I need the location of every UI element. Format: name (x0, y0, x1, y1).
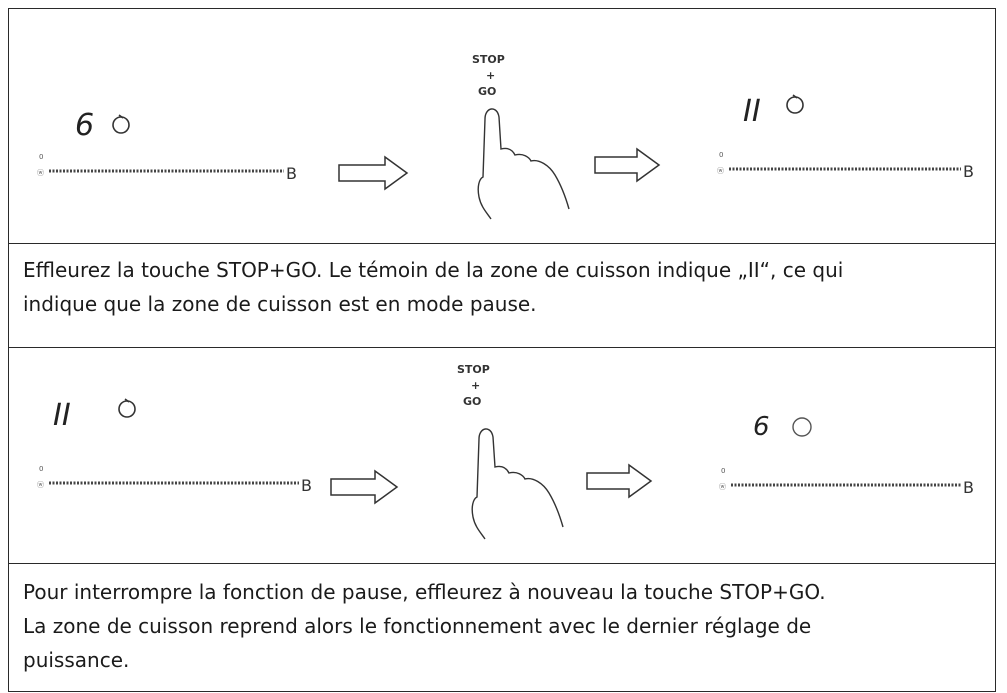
button-label-go: GO (463, 395, 481, 408)
step-1-after-display: II (743, 94, 761, 129)
step-1-caption: Effleurez la touche STOP+GO. Le témoin d… (9, 243, 995, 347)
caption-line: Pour interrompre la fonction de pause, e… (23, 580, 826, 604)
right-arrow-outline-icon (338, 155, 409, 191)
caption-line: Effleurez la touche STOP+GO. Le témoin d… (23, 258, 844, 282)
button-label-plus: + (471, 379, 480, 392)
svg-text:B: B (963, 162, 974, 181)
caption-line: La zone de cuisson reprend alors le fonc… (23, 614, 812, 638)
slider-max-label: B (286, 164, 297, 183)
svg-text:0: 0 (719, 151, 723, 159)
power-circle-icon (792, 417, 812, 437)
divider (9, 347, 995, 348)
right-arrow-outline-icon (330, 469, 399, 505)
step-2-before-slider: 0 ⓦ B (37, 465, 312, 495)
right-arrow-outline-icon (586, 463, 653, 499)
divider (9, 243, 995, 244)
step-2-after-display: 6 (753, 412, 770, 442)
svg-text:ⓦ: ⓦ (37, 481, 44, 489)
step-1-before-slider: 0 ⓦ B (37, 153, 297, 183)
pointing-finger-icon (471, 428, 564, 540)
caption-line: indique que la zone de cuisson est en mo… (23, 292, 537, 316)
step-1-illustration: 6 0 ⓦ B STOP + GO II (9, 9, 995, 243)
button-label-stop: STOP (457, 363, 490, 376)
svg-text:B: B (301, 476, 312, 495)
step-1-after-slider: 0 ⓦ B (717, 151, 974, 181)
divider (9, 563, 995, 564)
instruction-frame: 6 0 ⓦ B STOP + GO II (8, 8, 996, 692)
power-circle-icon (112, 114, 130, 134)
step-2-illustration: II 0 ⓦ B STOP + GO 6 0 ⓦ (9, 347, 995, 563)
button-label-plus: + (486, 69, 495, 82)
svg-text:0: 0 (39, 465, 43, 473)
svg-text:ⓦ: ⓦ (37, 169, 44, 177)
svg-text:0: 0 (721, 467, 725, 475)
power-circle-icon (786, 94, 804, 114)
step-2-caption: Pour interrompre la fonction de pause, e… (9, 563, 995, 693)
caption-line: puissance. (23, 648, 130, 672)
step-1-before-display: 6 (75, 108, 94, 143)
right-arrow-outline-icon (594, 147, 661, 183)
button-label-stop: STOP (472, 53, 505, 66)
button-label-go: GO (478, 85, 496, 98)
power-circle-icon (118, 398, 136, 418)
pointing-finger-icon (477, 108, 570, 220)
slider-min-label: 0 (39, 153, 43, 161)
step-1-diagram: 6 0 ⓦ B STOP + GO II (37, 53, 974, 220)
step-2-before-display: II (53, 398, 71, 433)
step-2-diagram: II 0 ⓦ B STOP + GO 6 0 ⓦ (37, 363, 974, 540)
svg-text:ⓦ: ⓦ (717, 167, 724, 175)
step-2-after-slider: 0 ⓦ B (719, 467, 974, 497)
svg-text:B: B (963, 478, 974, 497)
svg-text:ⓦ: ⓦ (719, 483, 726, 491)
